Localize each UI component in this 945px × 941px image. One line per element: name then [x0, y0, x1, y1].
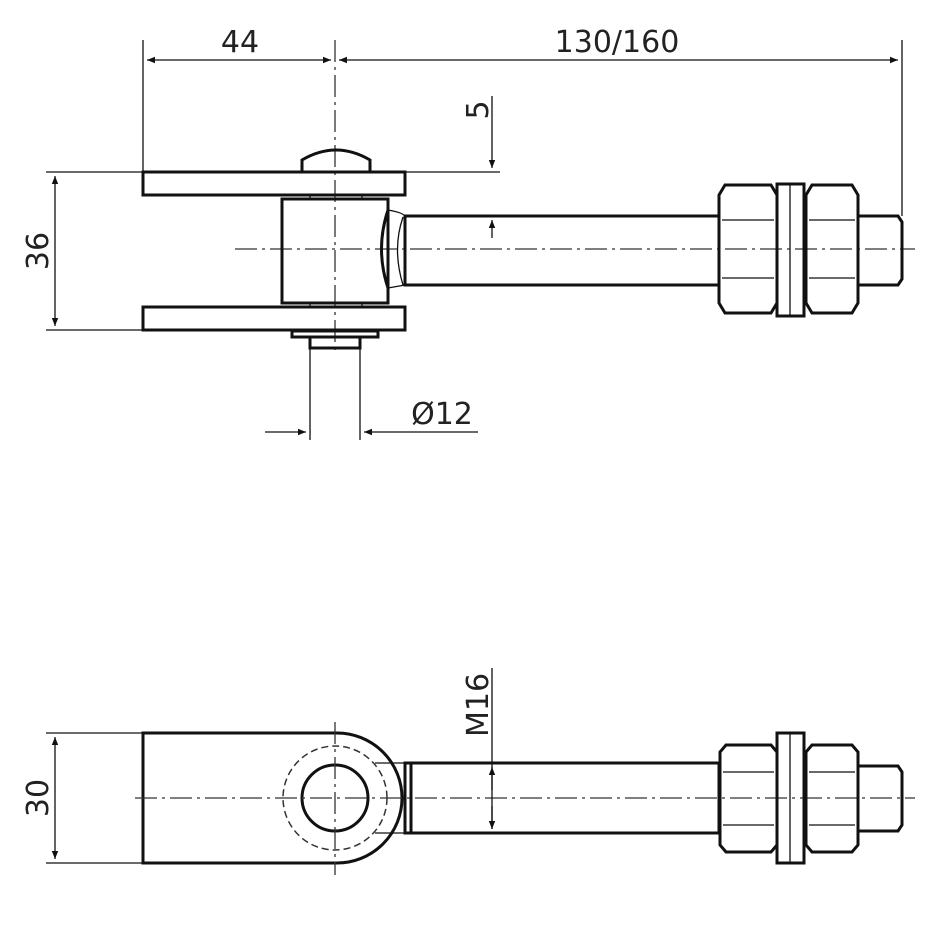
rod — [403, 214, 721, 287]
top-plate — [141, 170, 407, 197]
dim-pin-label: Ø12 — [411, 397, 473, 432]
dim-length-label: 130/160 — [555, 25, 680, 60]
dim-height-label: 36 — [21, 232, 56, 270]
pin-head — [300, 148, 372, 172]
top-view: 44 130/160 36 5 Ø12 — [21, 25, 915, 440]
eye-plate — [141, 731, 404, 865]
pin-end — [308, 335, 362, 350]
dim-offset-label: 44 — [221, 25, 259, 60]
side-view: 30 M16 — [21, 668, 915, 875]
nut-assembly — [717, 182, 904, 318]
weld-arc — [380, 209, 390, 289]
barrel — [280, 197, 390, 305]
nut-assembly — [718, 731, 904, 865]
dim-height-label: 30 — [21, 779, 56, 817]
dim-gap-label: 5 — [461, 100, 496, 119]
dim-thread-label: M16 — [461, 673, 496, 737]
bottom-plate — [141, 305, 407, 332]
